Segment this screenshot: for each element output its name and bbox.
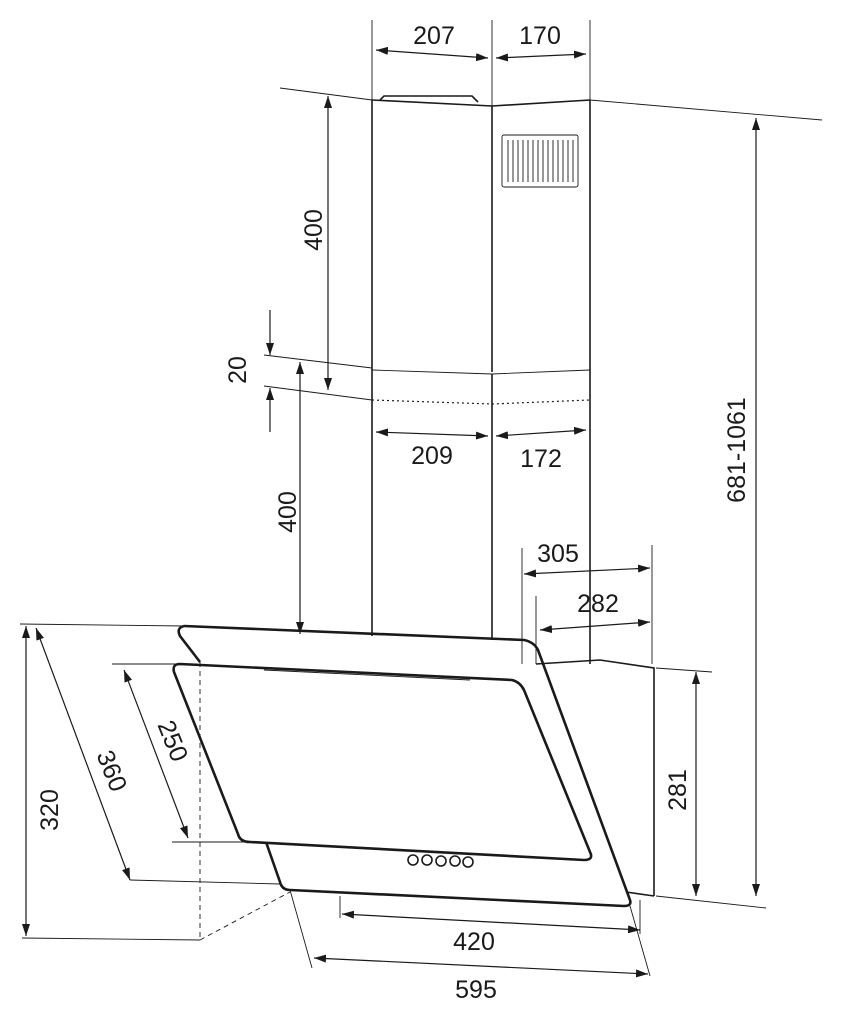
vent-grille <box>501 134 579 188</box>
extension-lines <box>19 20 823 977</box>
dim-label-body-height: 281 <box>664 769 692 811</box>
dim-label-overlap: 20 <box>224 356 252 384</box>
control-knobs <box>407 854 474 868</box>
dim-label-chimney-upper-side: 170 <box>519 22 561 50</box>
dim-label-width-inner: 420 <box>453 928 495 956</box>
dim-label-chimney-lower-front: 209 <box>411 442 453 470</box>
dimension-labels: 207 170 400 20 400 209 172 681-1061 305 … <box>36 22 751 1004</box>
dim-label-depth-body: 282 <box>577 590 619 618</box>
chimney-lower <box>371 370 591 664</box>
dim-label-chimney-lower-height: 400 <box>274 491 302 533</box>
dimension-lines <box>22 46 760 978</box>
hood-body <box>172 624 655 908</box>
dim-label-width-total: 595 <box>455 976 497 1004</box>
dim-label-chimney-upper-front: 207 <box>413 22 455 50</box>
dim-label-depth-total: 305 <box>537 540 579 568</box>
dim-label-total-height: 681-1061 <box>723 397 751 503</box>
dim-label-total-height-front: 320 <box>36 789 64 831</box>
dim-label-glass-height-outer: 360 <box>91 746 133 795</box>
dim-label-chimney-lower-side: 172 <box>520 445 562 473</box>
chimney-upper <box>371 95 591 375</box>
dim-label-chimney-upper-height: 400 <box>300 209 328 251</box>
